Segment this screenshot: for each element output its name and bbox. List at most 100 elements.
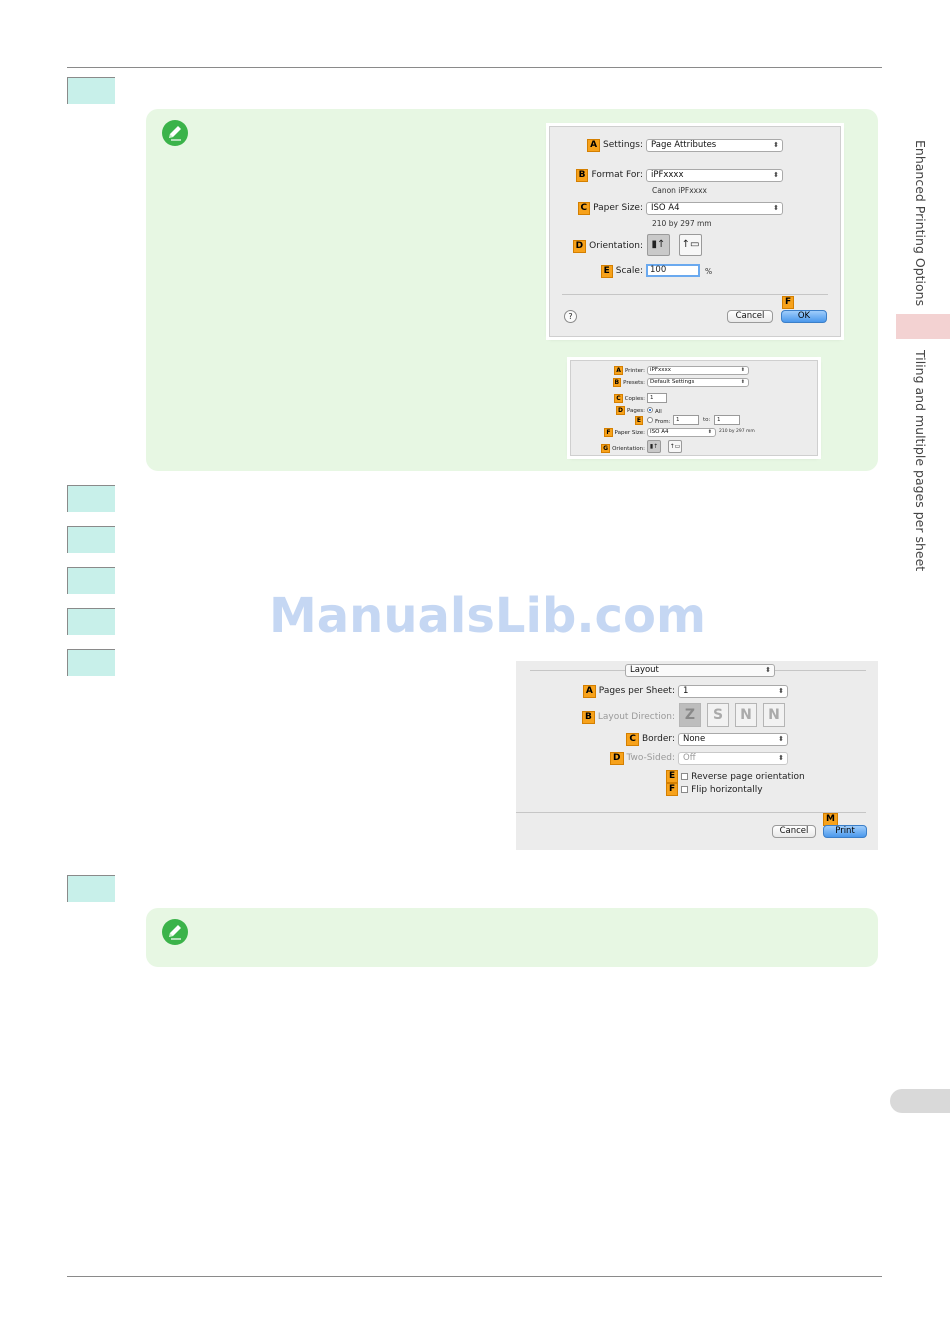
reverse-orientation-label: Reverse page orientation <box>691 771 805 782</box>
dialog-separator <box>516 812 866 813</box>
layout-n-reverse-icon[interactable]: N <box>735 703 757 727</box>
to-label: to: <box>703 417 711 423</box>
section-tab-marker <box>896 314 950 339</box>
section-tab-label: Enhanced Printing Options <box>913 140 928 307</box>
presets-label: Presets: <box>623 380 645 386</box>
layout-s-icon[interactable]: S <box>707 703 729 727</box>
bottom-rule <box>67 1276 882 1277</box>
settings-label: Settings: <box>603 140 643 150</box>
popup-arrows-icon: ⬍ <box>778 754 784 762</box>
reverse-orientation-checkbox[interactable] <box>681 773 689 780</box>
callout-badge: G <box>601 444 611 453</box>
popup-arrows-icon: ⬍ <box>778 735 784 743</box>
callout-badge: E <box>634 416 643 425</box>
subsection-tab-label: Tiling and multiple pages per sheet <box>913 350 928 572</box>
dialog-separator <box>562 294 828 295</box>
popup-arrows-icon: ⬍ <box>740 379 745 385</box>
pencil-note-icon <box>162 919 188 945</box>
two-sided-popup[interactable]: Off⬍ <box>678 752 788 765</box>
to-page-input[interactable]: 1 <box>714 415 740 425</box>
printer-popup[interactable]: iPFxxxx⬍ <box>647 366 749 375</box>
callout-badge: C <box>626 733 639 746</box>
settings-popup[interactable]: Page Attributes⬍ <box>646 139 783 152</box>
cancel-button[interactable]: Cancel <box>772 825 816 838</box>
callout-badge: E <box>600 265 613 278</box>
callout-badge: F <box>604 428 613 437</box>
layout-z-icon[interactable]: Z <box>679 703 701 727</box>
pages-from-radio[interactable]: From: <box>647 416 670 425</box>
border-label: Border: <box>641 734 675 744</box>
popup-arrows-icon: ⬍ <box>773 171 779 179</box>
page-number-tab <box>890 1089 950 1113</box>
presets-popup[interactable]: Default Settings⬍ <box>647 378 749 387</box>
panel-popup[interactable]: Layout⬍ <box>625 664 775 677</box>
note-box <box>146 908 878 967</box>
callout-badge: D <box>615 406 625 415</box>
portrait-orientation-icon[interactable]: ▮↑ <box>647 234 670 256</box>
pages-range-row: E From: <box>571 416 670 425</box>
orientation-label: Orientation: <box>612 446 645 452</box>
pages-label: Pages: <box>626 408 645 414</box>
help-button[interactable]: ? <box>564 310 577 323</box>
flip-horizontally-checkbox[interactable] <box>681 786 689 793</box>
popup-arrows-icon: ⬍ <box>740 367 745 373</box>
popup-arrows-icon: ⬍ <box>765 666 771 674</box>
callout-badge: A <box>582 685 596 698</box>
format-for-popup[interactable]: iPFxxxx⬍ <box>646 169 783 182</box>
two-sided-label: Two-Sided: <box>626 753 676 763</box>
border-popup[interactable]: None⬍ <box>678 733 788 746</box>
layout-n-icon[interactable]: N <box>763 703 785 727</box>
paper-dimensions-text: 210 by 297 mm <box>719 429 755 434</box>
step-box <box>67 608 115 635</box>
paper-size-label: Paper Size: <box>593 203 643 213</box>
paper-size-popup[interactable]: ISO A4⬍ <box>647 428 716 437</box>
cancel-button[interactable]: Cancel <box>727 310 773 323</box>
radio-selected-icon <box>647 406 653 413</box>
from-page-input[interactable]: 1 <box>673 415 699 425</box>
step-box <box>67 485 115 512</box>
landscape-orientation-icon[interactable]: ↑▭ <box>679 234 702 256</box>
radio-unselected-icon <box>647 416 653 423</box>
reverse-orientation-row: E Reverse page orientation <box>666 770 805 783</box>
landscape-orientation-icon[interactable]: ↑▭ <box>668 440 682 453</box>
pages-all-radio[interactable]: All <box>647 406 662 415</box>
paper-size-label: Paper Size: <box>614 430 645 436</box>
callout-badge: E <box>666 770 679 783</box>
pages-per-sheet-popup[interactable]: 1⬍ <box>678 685 788 698</box>
paper-size-popup[interactable]: ISO A4⬍ <box>646 202 783 215</box>
popup-arrows-icon: ⬍ <box>707 429 712 435</box>
scale-label: Scale: <box>615 266 643 276</box>
popup-arrows-icon: ⬍ <box>773 204 779 212</box>
portrait-orientation-icon[interactable]: ▮↑ <box>647 440 661 453</box>
printer-model-text: Canon iPFxxxx <box>652 186 707 195</box>
pages-per-sheet-label: Pages per Sheet: <box>598 686 675 696</box>
callout-badge: F <box>666 783 679 796</box>
step-box <box>67 875 115 902</box>
ok-button[interactable]: OK <box>781 310 827 323</box>
print-button[interactable]: Print <box>823 825 867 838</box>
copies-input[interactable]: 1 <box>647 393 667 403</box>
layout-direction-label: Layout Direction: <box>597 712 675 722</box>
callout-badge: A <box>614 366 623 375</box>
watermark-text: ManualsLib.com <box>269 588 706 644</box>
step-box <box>67 649 115 676</box>
callout-badge: D <box>610 752 624 765</box>
callout-badge: B <box>612 378 622 387</box>
scale-input[interactable]: 100 <box>646 264 700 277</box>
callout-badge: B <box>581 711 595 724</box>
callout-badge: A <box>587 139 601 152</box>
